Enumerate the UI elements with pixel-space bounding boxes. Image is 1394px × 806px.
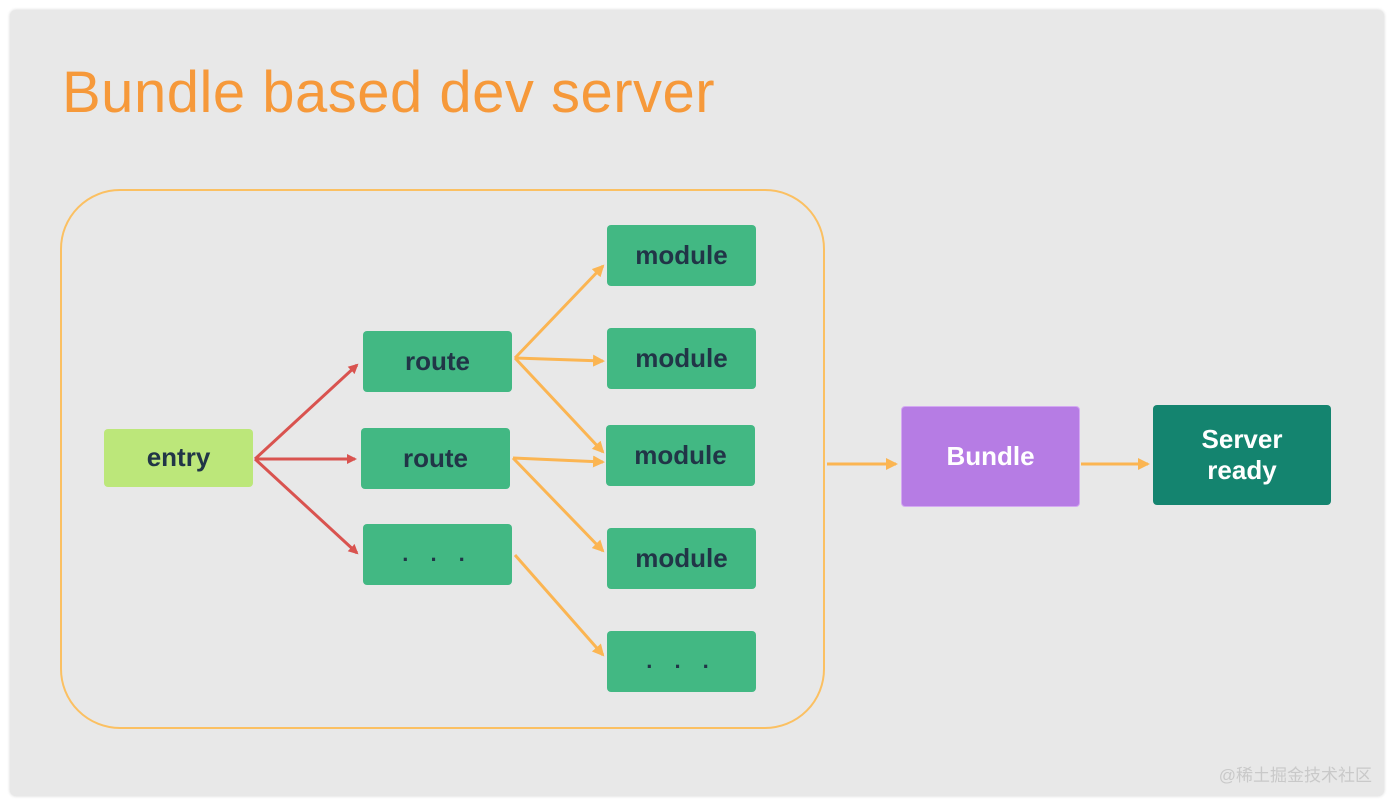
arrow-route3-module5 <box>513 554 605 657</box>
server-ready-label: Server ready <box>1201 423 1283 485</box>
arrow-route1-module1 <box>513 264 605 360</box>
entry-to-routes-arrows <box>253 363 359 555</box>
arrow-route1-module3 <box>513 356 605 454</box>
arrows-layer <box>253 264 1150 657</box>
bundle-group-box <box>60 189 825 729</box>
diagram-canvas: Bundle based dev server <box>10 10 1384 796</box>
server-ready-node: Server ready <box>1153 405 1331 505</box>
module-node-1: module <box>607 225 756 286</box>
arrow-entry-route-1 <box>253 363 359 461</box>
page-title: Bundle based dev server <box>62 60 716 125</box>
arrow-entry-route-3 <box>253 457 359 555</box>
watermark: @稀土掘金技术社区 <box>1218 766 1372 785</box>
module-node-more: . . . <box>607 631 756 692</box>
module-node-4: module <box>607 528 756 589</box>
arrow-route1-module2 <box>514 354 605 367</box>
arrow-route2-module3 <box>512 455 605 468</box>
route-node-1: route <box>363 331 512 392</box>
routes-to-modules-arrows <box>511 264 605 657</box>
route-node-2: route <box>361 428 510 489</box>
entry-node: entry <box>104 429 253 487</box>
route-node-more: . . . <box>363 524 512 585</box>
bundle-node: Bundle <box>901 406 1080 507</box>
arrow-route2-module4 <box>511 456 605 553</box>
module-node-2: module <box>607 328 756 389</box>
module-node-3: module <box>606 425 755 486</box>
